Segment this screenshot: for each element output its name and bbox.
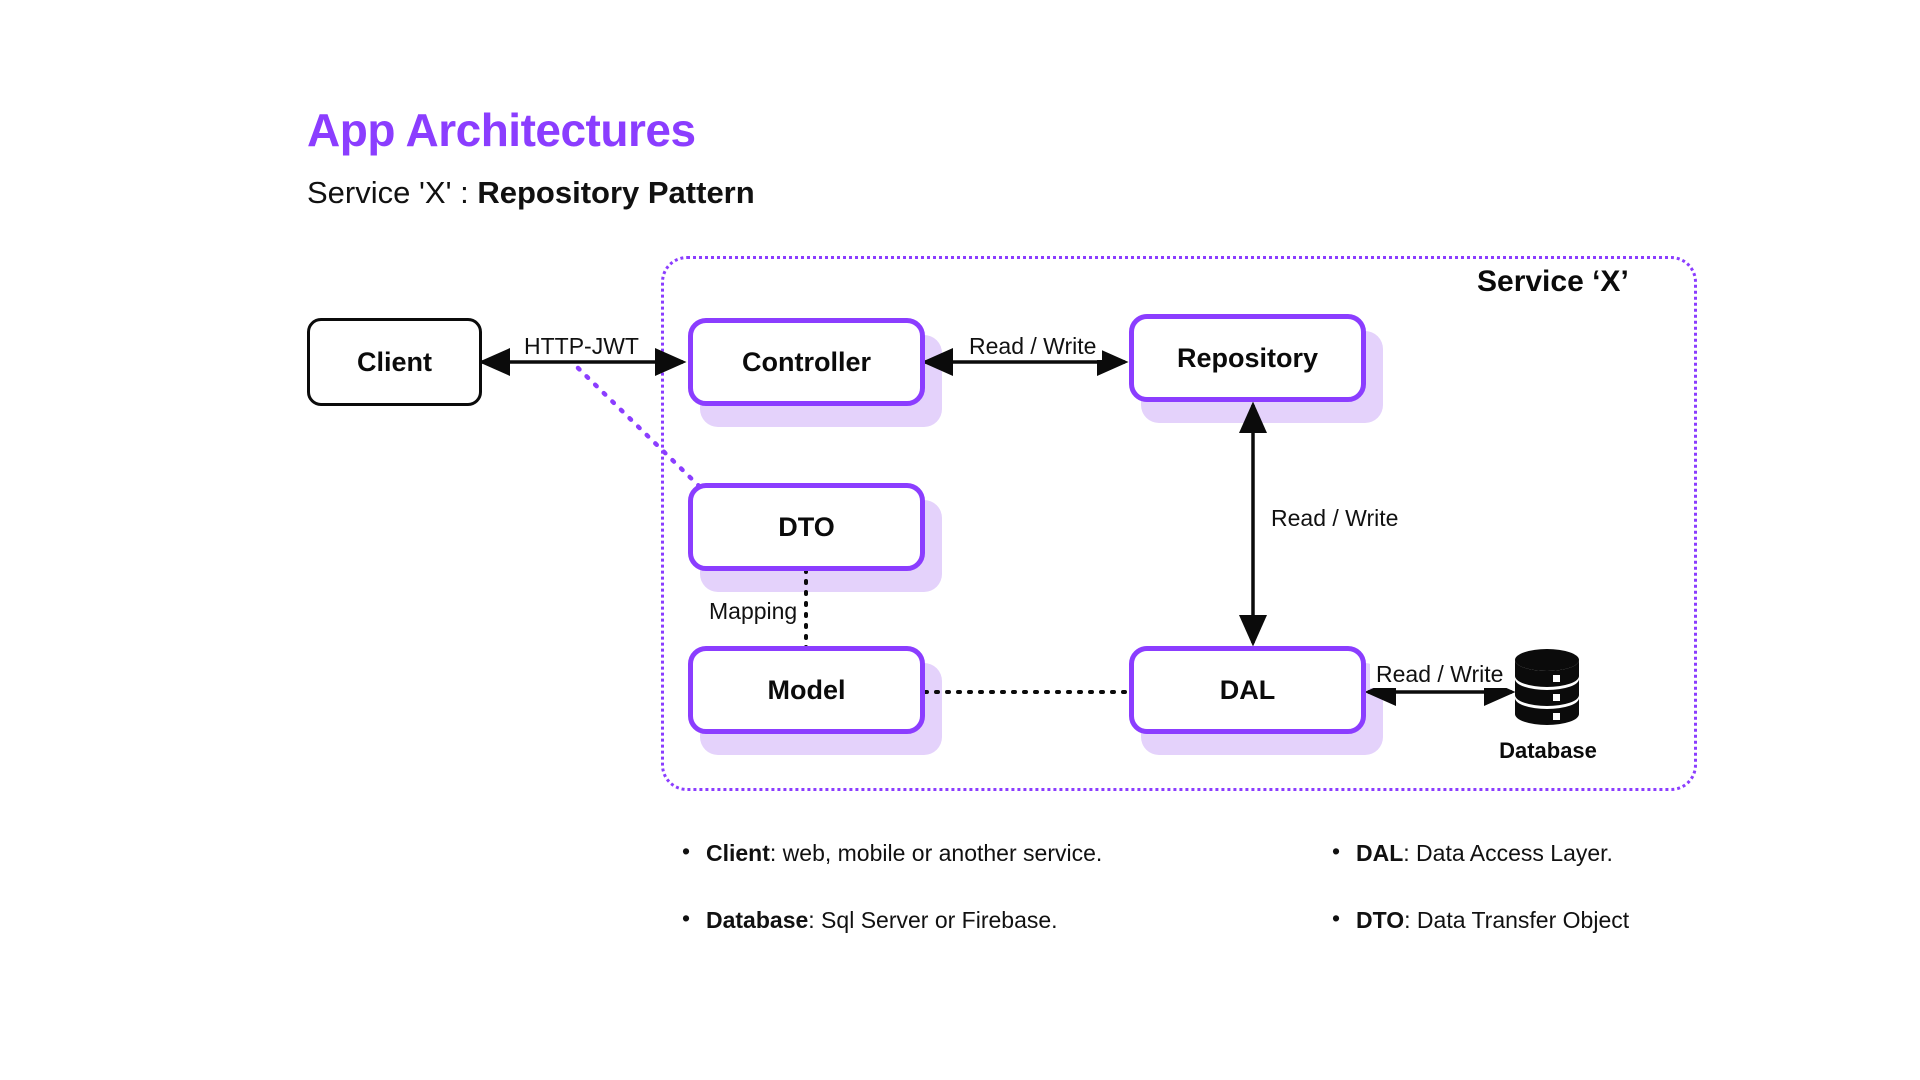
legend-term: DTO — [1356, 907, 1405, 933]
legend-description: : Data Access Layer. — [1403, 840, 1613, 866]
page-subtitle-strong: Repository Pattern — [477, 175, 755, 210]
node-dto[interactable]: DTO — [688, 483, 925, 571]
node-client[interactable]: Client — [307, 318, 482, 406]
service-container-label: Service ‘X’ — [1477, 265, 1629, 298]
node-dal-label: DAL — [1219, 674, 1276, 705]
legend-term: Client — [706, 840, 770, 866]
service-container — [661, 256, 1697, 791]
legend-bullet-icon: • — [682, 905, 691, 931]
legend-left-column: • Client: web, mobile or another service.… — [680, 840, 1240, 974]
legend-term: DAL — [1356, 840, 1404, 866]
node-dto-label: DTO — [778, 511, 835, 542]
legend-bullet-icon: • — [1332, 905, 1341, 931]
legend-item-dal: • DAL: Data Access Layer. — [1330, 840, 1760, 867]
edge-label-mapping: Mapping — [703, 598, 804, 625]
node-model[interactable]: Model — [688, 646, 925, 734]
database-label: Database — [1499, 738, 1597, 763]
page-subtitle: Service 'X' : Repository Pattern — [307, 175, 755, 211]
legend-term: Database — [706, 907, 809, 933]
page-title: App Architectures — [307, 104, 696, 156]
legend-item-database: • Database: Sql Server or Firebase. — [680, 907, 1240, 934]
legend-item-client: • Client: web, mobile or another service. — [680, 840, 1240, 867]
node-dal[interactable]: DAL — [1129, 646, 1366, 734]
database-cylinder-icon — [1515, 649, 1579, 725]
legend-item-dto: • DTO: Data Transfer Object — [1330, 907, 1760, 934]
node-client-label: Client — [356, 346, 432, 377]
node-controller-label: Controller — [741, 346, 871, 377]
legend-description: : web, mobile or another service. — [769, 840, 1103, 866]
edge-label-controller-repository: Read / Write — [963, 333, 1103, 360]
legend-bullet-icon: • — [1332, 838, 1341, 864]
edge-label-http-jwt: HTTP-JWT — [518, 333, 645, 360]
legend-description: : Data Transfer Object — [1404, 907, 1630, 933]
legend-bullet-icon: • — [682, 838, 691, 864]
node-repository-label: Repository — [1176, 342, 1319, 373]
node-repository[interactable]: Repository — [1129, 314, 1366, 402]
legend-right-column: • DAL: Data Access Layer. • DTO: Data Tran… — [1330, 840, 1760, 974]
legend-description: : Sql Server or Firebase. — [808, 907, 1058, 933]
edge-label-dal-database: Read / Write — [1370, 661, 1510, 688]
page-subtitle-prefix: Service 'X' : — [307, 175, 478, 210]
node-model-label: Model — [767, 674, 846, 705]
node-controller[interactable]: Controller — [688, 318, 925, 406]
edge-label-repository-dal: Read / Write — [1265, 505, 1405, 532]
